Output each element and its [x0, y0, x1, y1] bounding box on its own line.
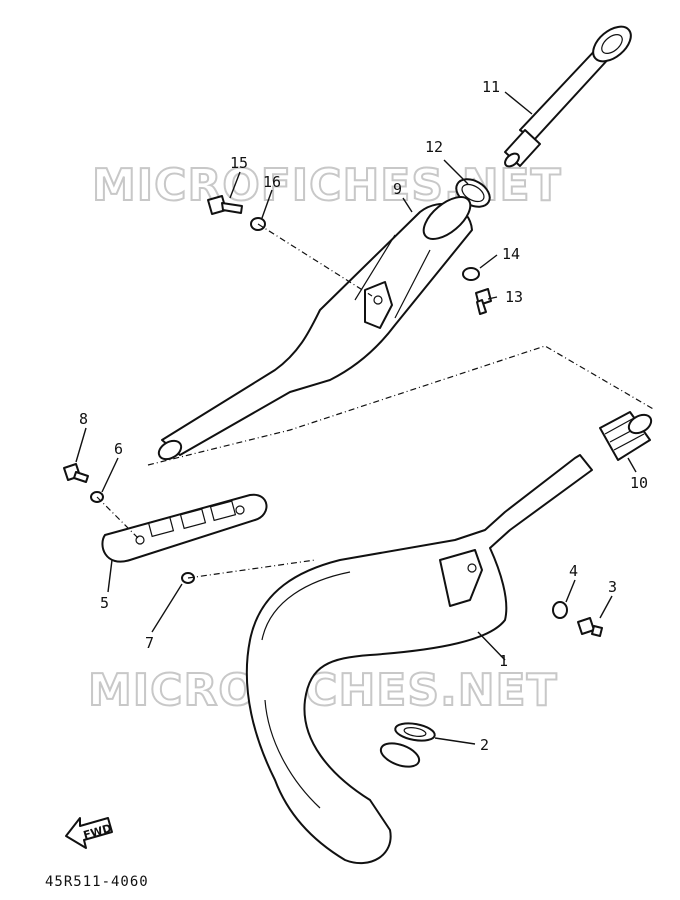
alignment-line-16 — [257, 223, 373, 297]
tail-pipe-part[interactable] — [503, 20, 638, 169]
callout-15: 15 — [230, 154, 248, 172]
callout-6: 6 — [114, 440, 123, 458]
protector-part[interactable] — [101, 493, 268, 563]
callout-8: 8 — [79, 410, 88, 428]
diagram-code: 45R511-4060 — [45, 874, 149, 890]
callout-14: 14 — [502, 245, 520, 263]
nut-part-4[interactable] — [552, 601, 568, 619]
bolt-part-15[interactable] — [207, 195, 243, 215]
exhaust-pipe-part[interactable] — [245, 454, 593, 865]
silencer-part[interactable] — [156, 189, 478, 463]
watermark-bottom: MICROFICHES.NET — [88, 665, 558, 716]
watermark-top: MICROFICHES.NET — [92, 160, 562, 211]
joint-spring-part[interactable] — [599, 411, 654, 461]
callout-11: 11 — [482, 78, 500, 96]
callout-4: 4 — [569, 562, 578, 580]
callout-16: 16 — [263, 173, 281, 191]
bolt-part-13[interactable] — [475, 288, 492, 315]
bolt-part-3[interactable] — [577, 617, 603, 637]
bolt-part-8[interactable] — [63, 463, 89, 483]
callout-2: 2 — [480, 736, 489, 754]
nut-part-14[interactable] — [462, 267, 480, 281]
alignment-line-6 — [96, 496, 141, 541]
gasket-part[interactable] — [378, 721, 436, 772]
callout-10: 10 — [630, 474, 648, 492]
forward-arrow-icon: FWD — [65, 817, 113, 849]
callout-9: 9 — [393, 180, 402, 198]
callout-13: 13 — [505, 288, 523, 306]
alignment-line-7 — [187, 559, 316, 579]
callout-3: 3 — [608, 578, 617, 596]
callout-7: 7 — [145, 634, 154, 652]
leader-lines — [75, 91, 637, 745]
callout-12: 12 — [425, 138, 443, 156]
callout-5: 5 — [100, 594, 109, 612]
callout-1: 1 — [499, 652, 508, 670]
